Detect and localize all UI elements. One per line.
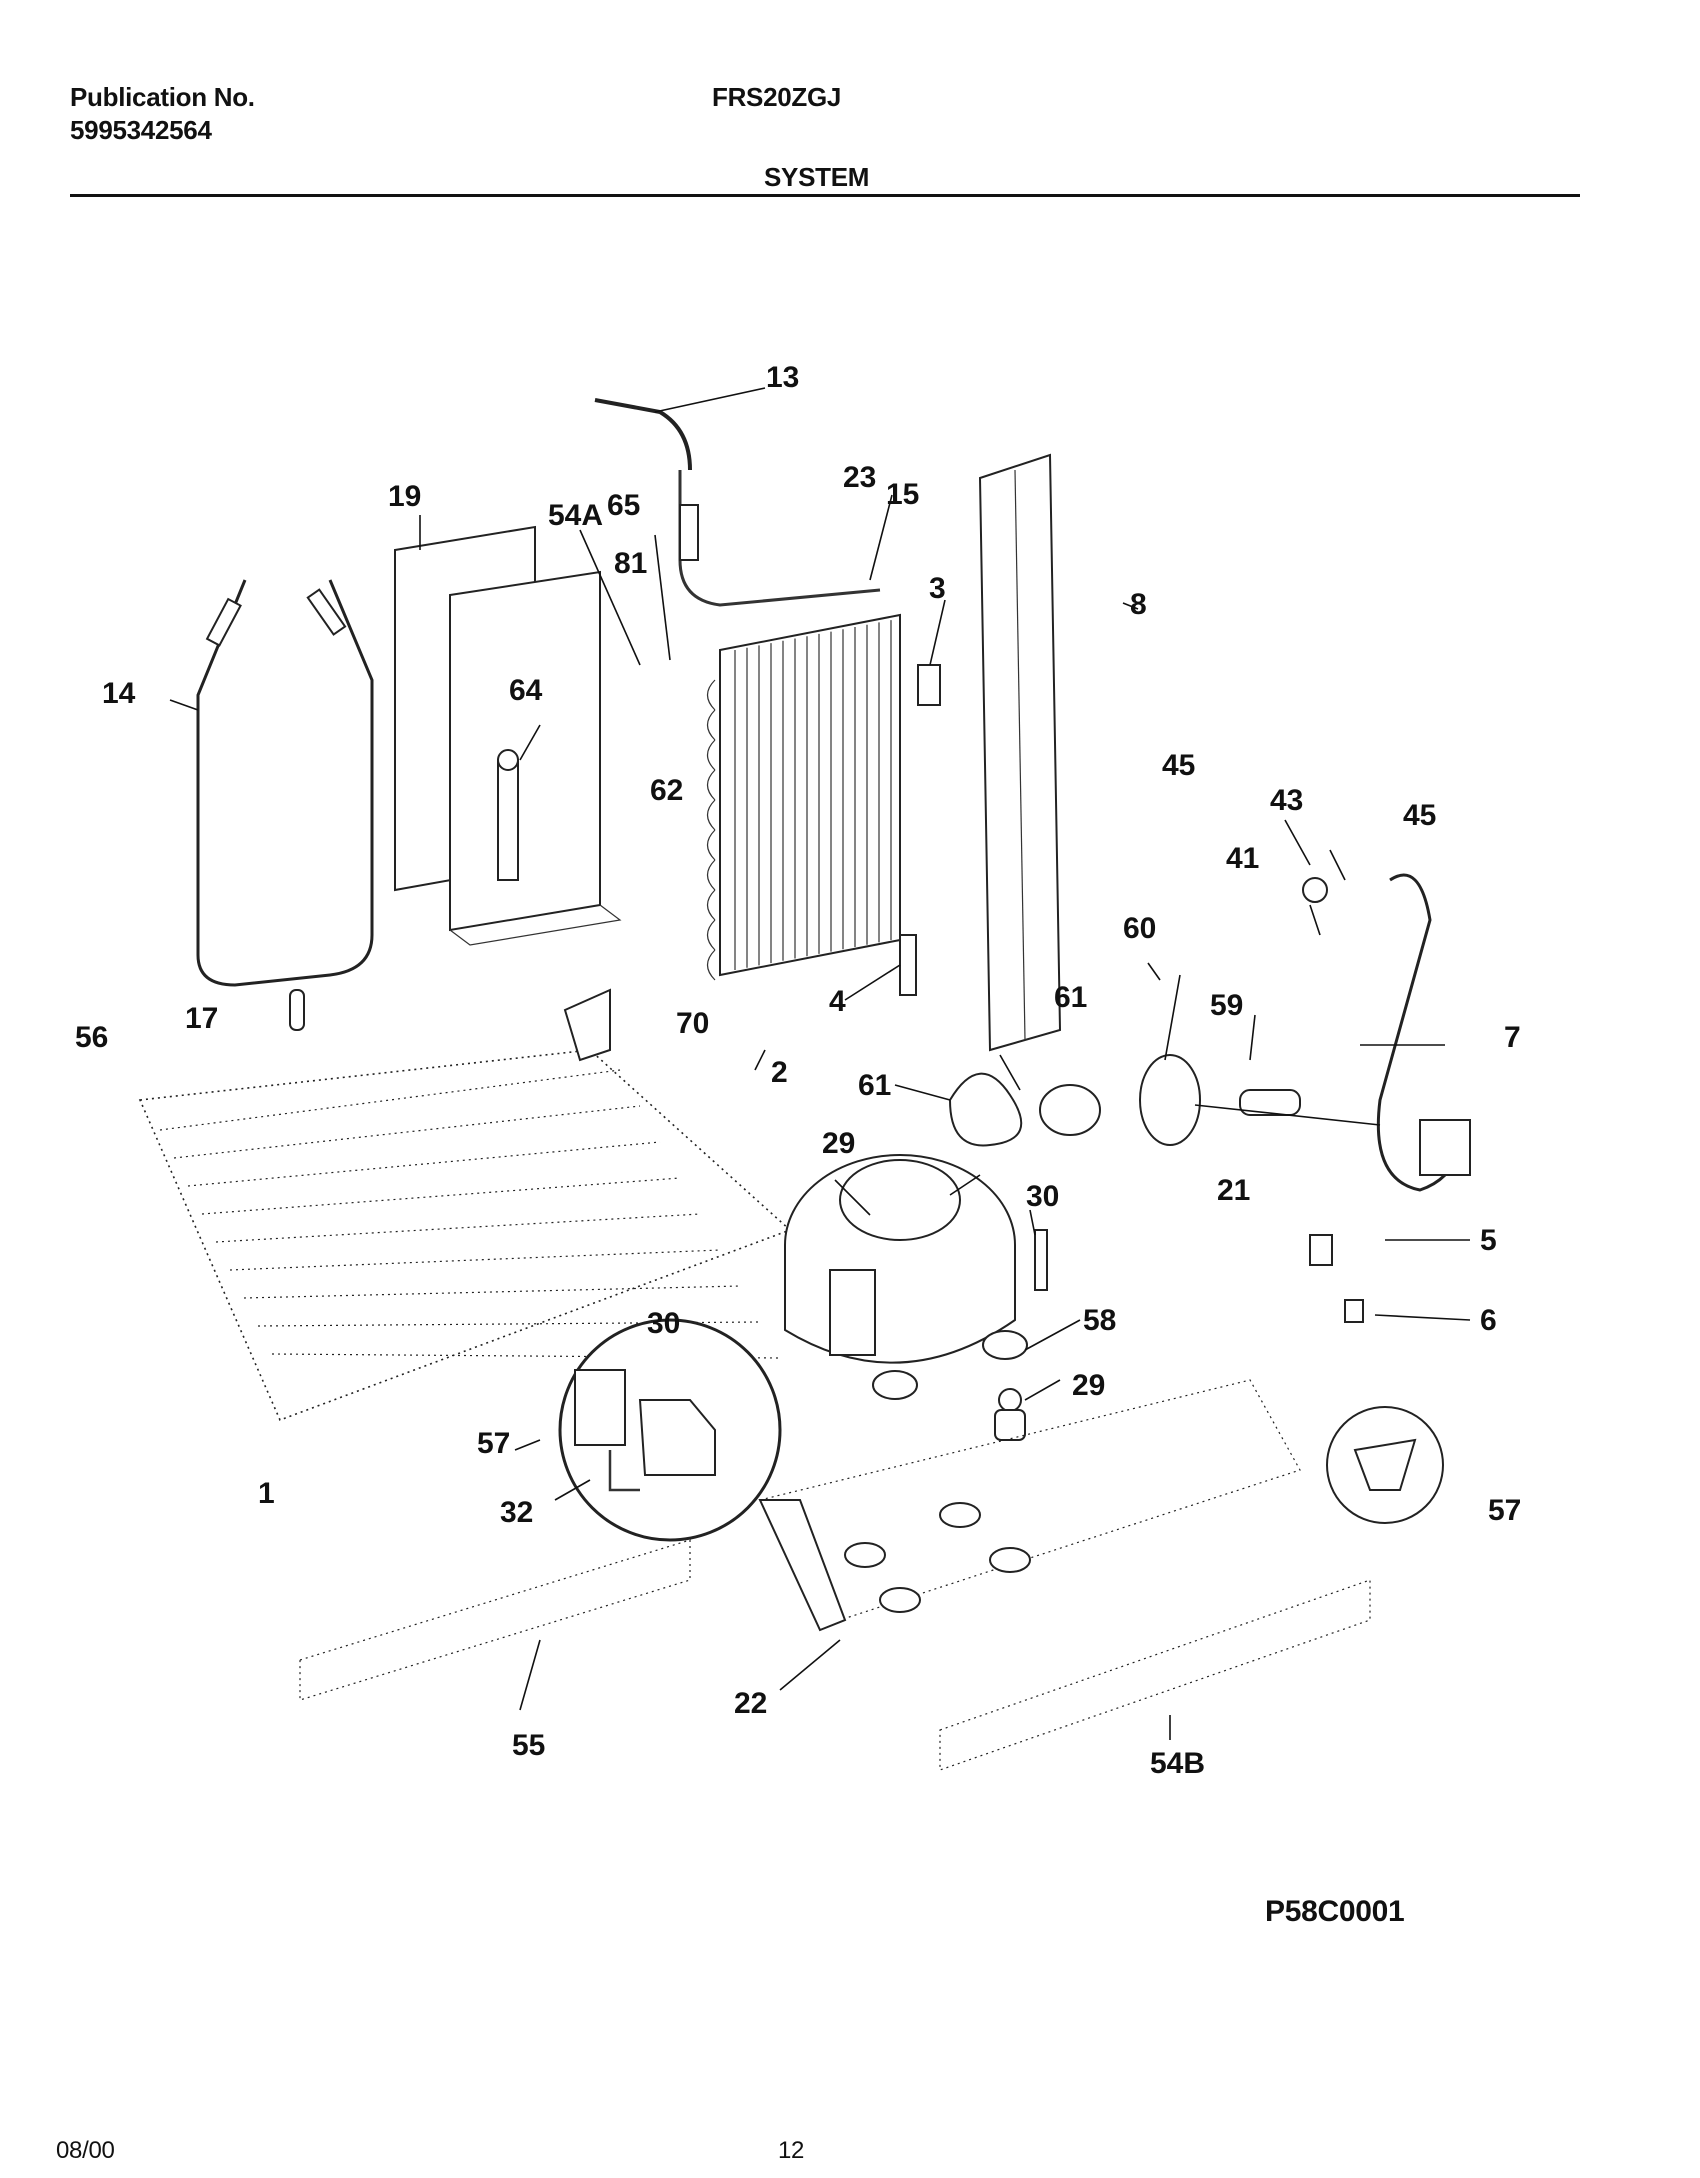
callout-2: 2	[771, 1056, 788, 1089]
callout-22: 22	[734, 1687, 767, 1720]
coil-bend	[706, 919, 716, 951]
callout-45-upper: 45	[1162, 749, 1195, 782]
callout-55: 57	[477, 1427, 510, 1460]
coil-bend	[706, 799, 716, 831]
part-small-components	[289, 664, 1364, 1323]
callout-60: 61	[1054, 981, 1087, 1014]
callout-58: 59	[1210, 989, 1243, 1022]
footer-page-number: 12	[778, 2137, 805, 2164]
callout-13: 13	[766, 361, 799, 394]
callout-81: 81	[614, 547, 647, 580]
coil-bend	[706, 769, 716, 801]
callout-1: 1	[258, 1477, 275, 1510]
callout-54: 54B	[1150, 1747, 1205, 1780]
footer-date: 08/00	[56, 2137, 115, 2164]
callout-62: 62	[650, 774, 683, 807]
condenser-tube	[243, 1285, 741, 1299]
callout-45-right: 45	[1403, 799, 1436, 832]
condenser-tube	[173, 1105, 641, 1159]
leader-lines	[169, 387, 1471, 1740]
callout-41: 41	[1226, 842, 1259, 875]
part-bracket-inset	[1326, 1406, 1444, 1524]
publication-number: 5995342564	[70, 115, 212, 145]
callout-32: 32	[500, 1496, 533, 1529]
coil-bend	[706, 859, 716, 891]
condenser-tube	[215, 1213, 701, 1243]
part-power-cord	[1376, 873, 1471, 1192]
callout-8: 8	[1130, 588, 1147, 621]
callout-15: 15	[886, 478, 919, 511]
callout-14: 14	[102, 677, 136, 710]
coil-bend	[706, 739, 716, 771]
part-side-channel	[978, 453, 1062, 1052]
callout-54B: 56	[75, 1021, 108, 1054]
header-divider	[70, 194, 1580, 197]
callout-56: 58	[1083, 1304, 1116, 1337]
callout-64: 64	[509, 674, 543, 707]
diagram-reference-code: P58C0001	[1265, 1895, 1405, 1928]
callout-21: 23	[843, 461, 876, 494]
coil-bend	[706, 889, 716, 921]
condenser-tube	[271, 1353, 781, 1359]
callout-30: 30	[647, 1307, 680, 1340]
part-fan-motor	[949, 1054, 1301, 1147]
coil-bend	[706, 949, 716, 981]
publication-label: Publication No.	[70, 82, 255, 112]
part-compressor	[784, 1154, 1048, 1441]
callout-59: 60	[1123, 912, 1156, 945]
coil-bend	[706, 709, 716, 741]
callout-7: 7	[1504, 1021, 1521, 1054]
coil-bend	[706, 679, 716, 711]
condenser-tube	[187, 1141, 661, 1187]
callout-labels: 13 19 54A 65 23 15 81 3 8 14 64 45 62 43…	[75, 361, 1521, 1780]
part-evaporator-cover	[394, 525, 622, 946]
condenser-tube	[201, 1177, 681, 1215]
callout-5: 5	[1480, 1224, 1497, 1257]
callout-16: 17	[185, 1002, 218, 1035]
callout-57: 57	[1488, 1494, 1521, 1527]
callout-49: 54A	[548, 499, 603, 532]
part-evaporator-coil	[678, 470, 901, 981]
part-capillary-tube	[594, 398, 699, 561]
callout-17: 19	[388, 480, 421, 513]
callout-6: 6	[1480, 1304, 1497, 1337]
model-number: FRS20ZGJ	[712, 82, 842, 112]
condenser-tube	[229, 1249, 721, 1271]
section-title: SYSTEM	[764, 162, 870, 192]
condenser-tube	[159, 1069, 621, 1131]
callout-43: 43	[1270, 784, 1303, 817]
callout-4: 4	[829, 985, 846, 1018]
callout-65: 65	[607, 489, 640, 522]
callout-25: 30	[1026, 1180, 1059, 1213]
part-rails	[299, 1539, 1371, 1771]
part-gasket-heater	[196, 579, 374, 987]
callout-54A: 55	[512, 1729, 545, 1762]
callout-19: 21	[1217, 1174, 1250, 1207]
callout-3: 3	[929, 572, 946, 605]
part-base-plate	[758, 1379, 1301, 1632]
callout-29: 29	[822, 1127, 855, 1160]
coil-bend	[706, 829, 716, 861]
callout-61: 61	[858, 1069, 891, 1102]
callout-70: 70	[676, 1007, 709, 1040]
part-relay-inset	[558, 1318, 782, 1542]
callout-23: 29	[1072, 1369, 1105, 1402]
